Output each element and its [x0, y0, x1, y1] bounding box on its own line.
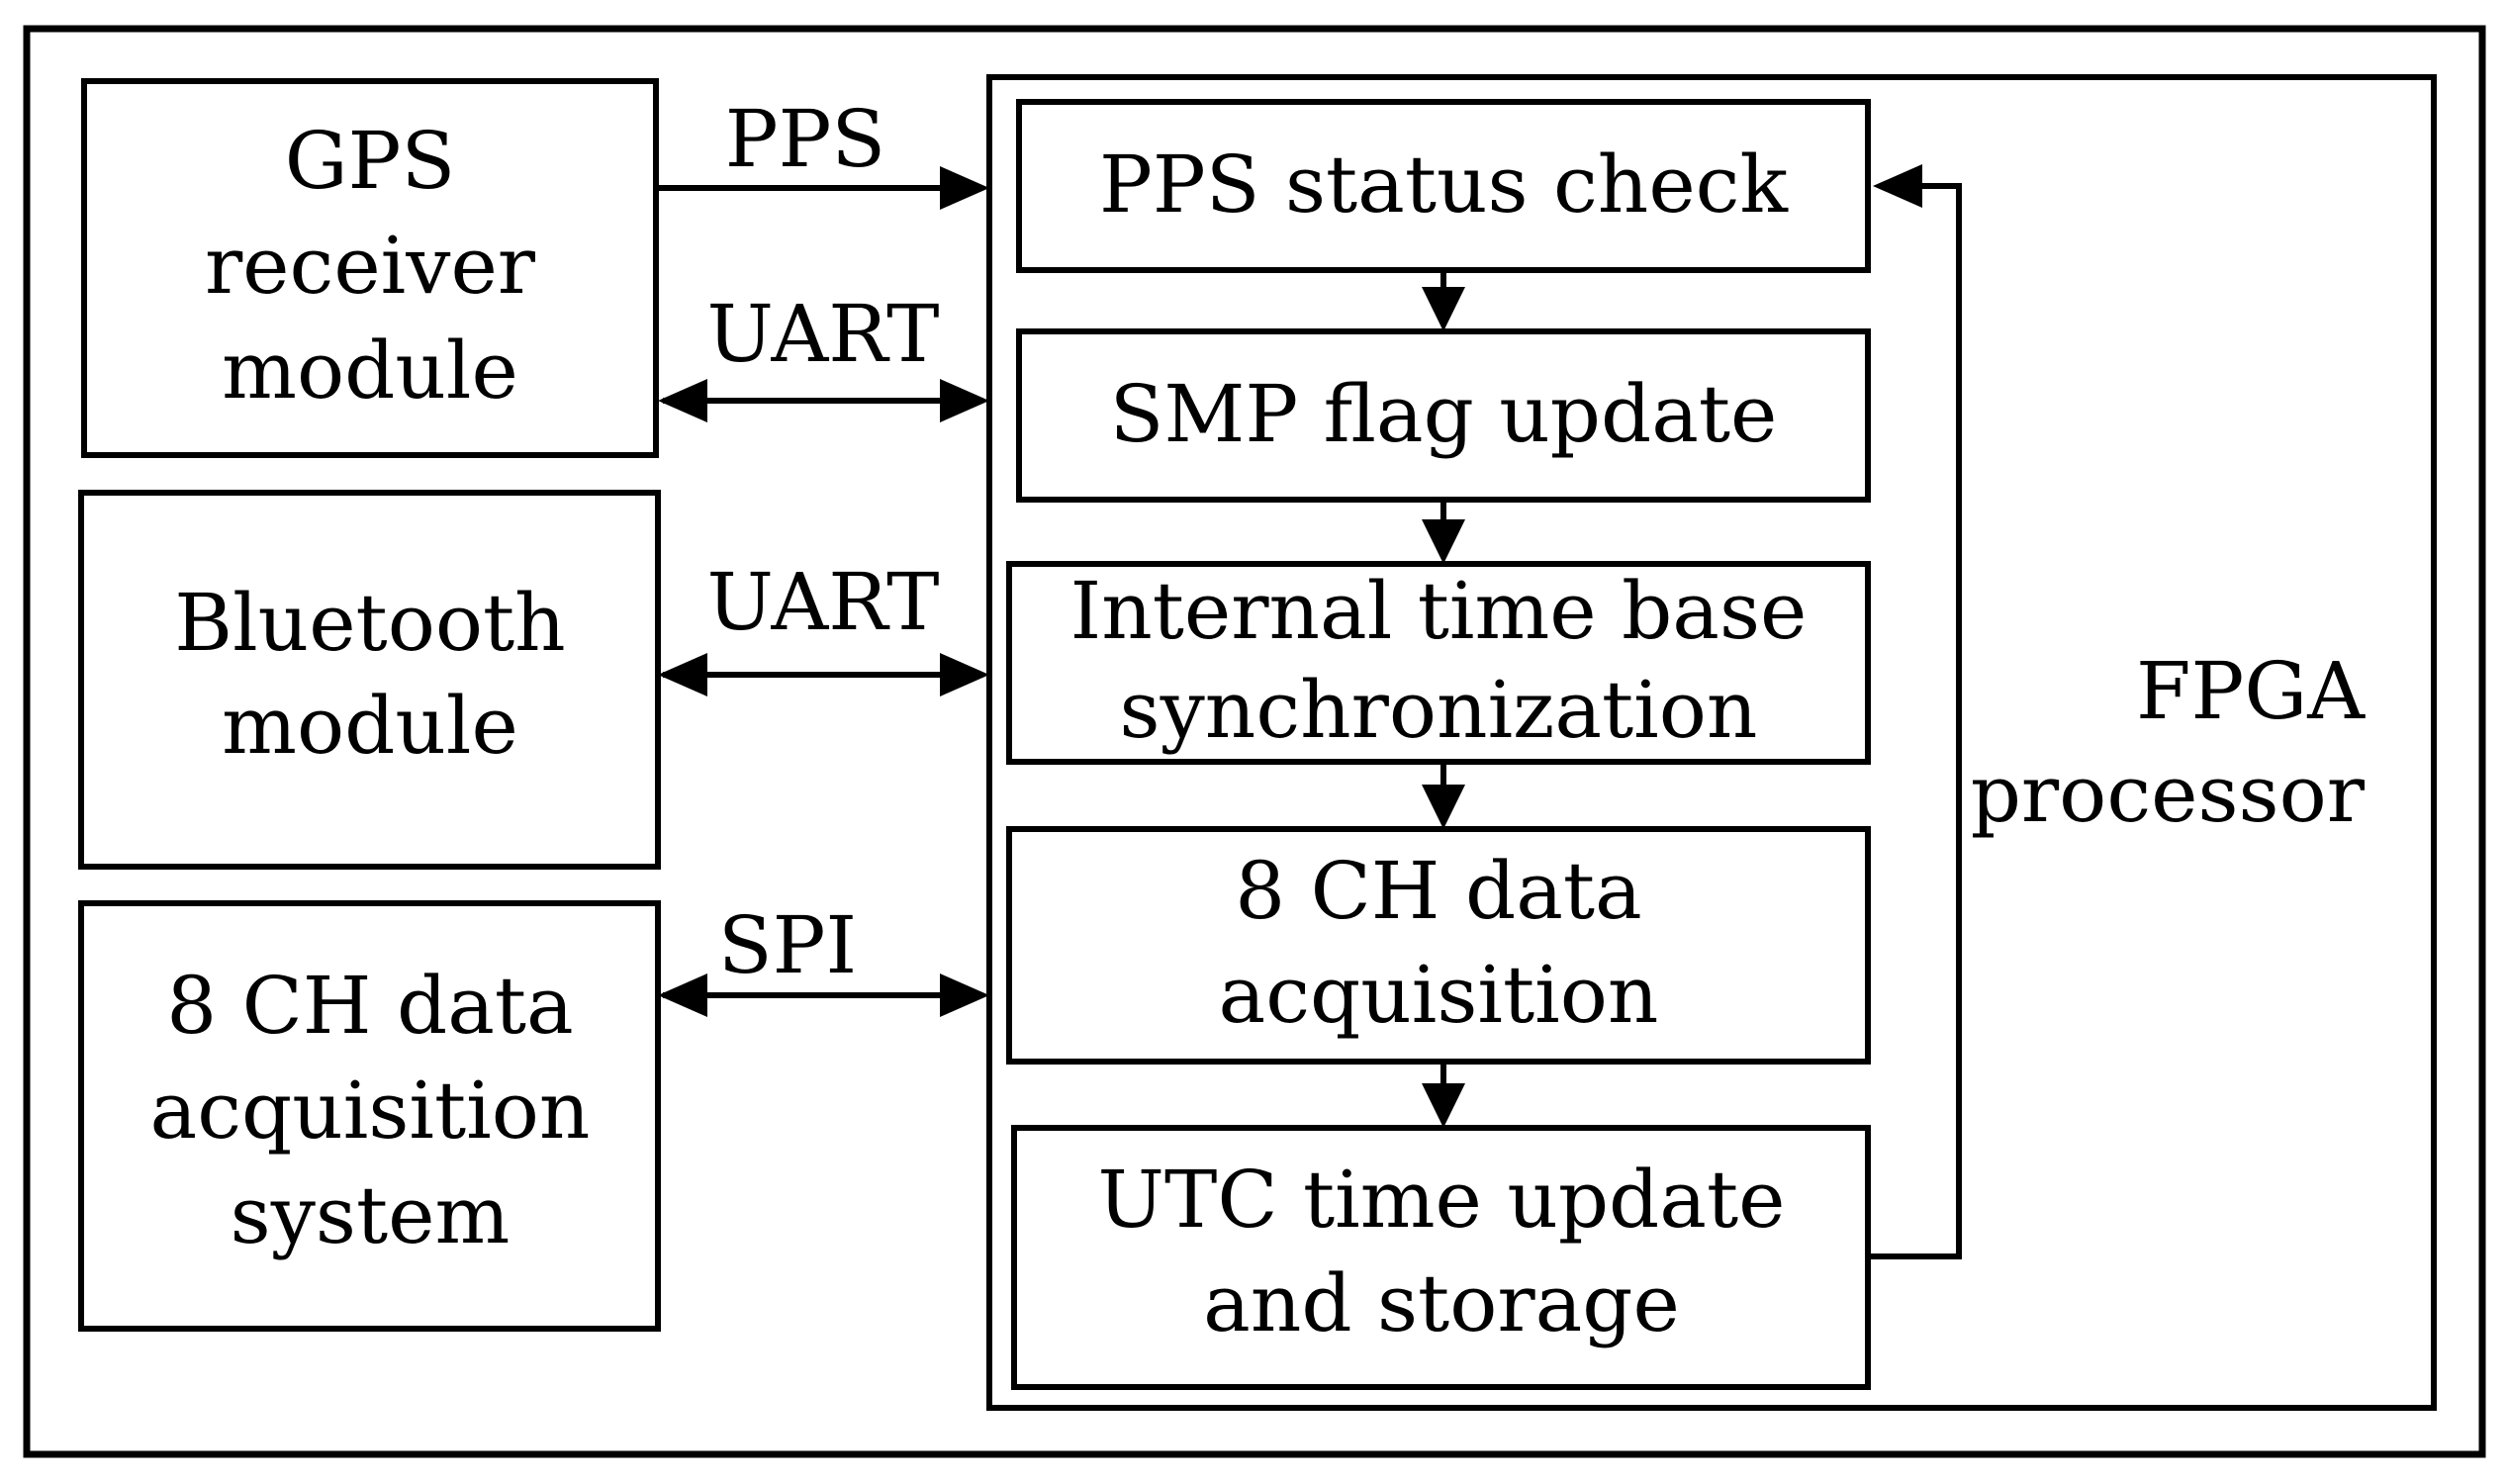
step-3-label-line-2: synchronization: [1120, 664, 1758, 756]
step-arrow-2-3: [1422, 500, 1465, 564]
feedback-loop-arrow: [1868, 164, 1962, 1259]
step-4-label-line-1: 8 CH data: [1235, 845, 1641, 937]
gps-uart-link: UART: [658, 288, 989, 422]
daq-system-label-line-3: system: [231, 1169, 511, 1261]
bluetooth-label-line-2: module: [222, 680, 518, 772]
fpga-processor: FPGA processor: [986, 74, 2437, 1411]
gps-receiver-module: GPS receiver module: [81, 78, 659, 458]
step-arrow-3-4: [1422, 762, 1465, 829]
bluetooth-label-line-1: Bluetooth: [174, 577, 565, 669]
step-internal-time-base-sync: Internal time base synchronization: [1006, 561, 1871, 765]
bluetooth-uart-label: UART: [707, 556, 940, 648]
gps-label-line-2: receiver: [205, 220, 536, 312]
step-smp-flag-update: SMP flag update: [1016, 328, 1871, 503]
gps-label-line-1: GPS: [285, 115, 456, 207]
step-8ch-data-acquisition: 8 CH data acquisition: [1006, 826, 1871, 1065]
step-utc-time-update-storage: UTC time update and storage: [1011, 1125, 1871, 1390]
fpga-label-line-2: processor: [1971, 748, 2366, 840]
outer-frame: [23, 25, 2486, 1458]
step-arrow-1-2: [1422, 270, 1465, 331]
step-arrow-4-5: [1422, 1062, 1465, 1128]
spi-label: SPI: [718, 899, 857, 991]
daq-system-label-line-2: acquisition: [150, 1065, 591, 1157]
step-4-label-line-2: acquisition: [1219, 949, 1659, 1041]
step-5-label-line-1: UTC time update: [1098, 1154, 1786, 1246]
pps-link: PPS: [656, 93, 989, 210]
step-3-label-line-1: Internal time base: [1070, 565, 1808, 657]
gps-label-line-3: module: [222, 325, 518, 417]
step-pps-status-check: PPS status check: [1016, 99, 1871, 273]
step-2-label: SMP flag update: [1110, 368, 1778, 460]
bluetooth-uart-link: UART: [658, 556, 989, 696]
fpga-label-line-1: FPGA: [2136, 645, 2366, 737]
gps-uart-label: UART: [707, 288, 940, 380]
spi-link: SPI: [658, 899, 989, 1017]
bluetooth-module: Bluetooth module: [78, 490, 661, 870]
step-1-label: PPS status check: [1099, 139, 1789, 231]
step-5-label-line-2: and storage: [1203, 1257, 1680, 1349]
pps-link-label: PPS: [725, 93, 885, 185]
daq-system-module: 8 CH data acquisition system: [78, 900, 661, 1332]
daq-system-label-line-1: 8 CH data: [166, 960, 573, 1052]
